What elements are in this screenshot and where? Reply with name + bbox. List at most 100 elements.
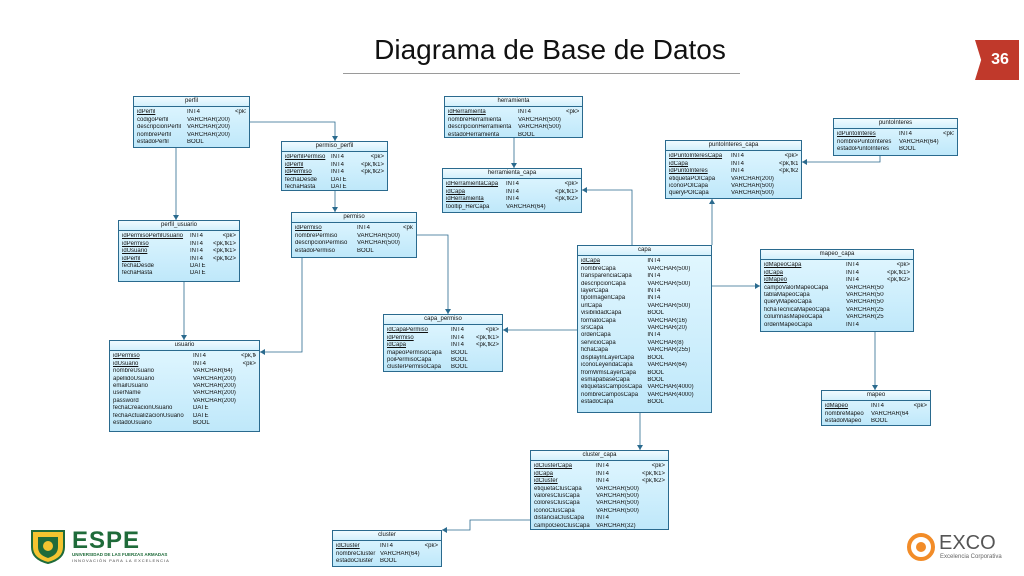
field-type: VARCHAR(500) — [357, 240, 400, 247]
field-type: INT4 — [871, 403, 885, 410]
table-capa[interactable]: capaidCapaINT4<pk>nombreCapaVARCHAR(500)… — [577, 245, 712, 413]
field-key — [212, 263, 236, 270]
field-name: idPuntoInteresCapa — [669, 153, 723, 160]
title-divider — [343, 73, 740, 74]
table-fields: idCapaINT4<pk>nombreCapaVARCHAR(500)tran… — [578, 256, 711, 408]
field-name: fechaActualizacionUsuario — [113, 412, 184, 419]
exco-tagline: Excelencia Corporativa — [940, 554, 1002, 560]
field-key: <pk> — [222, 233, 236, 240]
espe-logo: ESPE UNIVERSIDAD DE LAS FUERZAS ARMADAS … — [28, 527, 188, 565]
link-puntoInteres-puntoInteres_capa — [802, 155, 881, 163]
field-key — [642, 493, 665, 500]
field-type: INT4 — [380, 543, 394, 550]
field-name: campoGeoClusCapa — [534, 522, 590, 529]
field-type: VARCHAR(255) — [846, 306, 884, 313]
field-name: poiPermisoCapa — [387, 357, 432, 364]
field-name: idCapaPermiso — [387, 327, 429, 334]
field-row: idPerfil INT4 <pk,fk1> — [285, 162, 384, 169]
link-herramienta_capa-capa — [582, 189, 633, 245]
table-usuario[interactable]: usuarioidPermisoINT4<pk,fk>idUsuarioINT4… — [109, 340, 260, 432]
field-name: urlCapa — [581, 302, 603, 309]
field-type: VARCHAR(64) — [193, 368, 233, 375]
field-type: VARCHAR(500) — [846, 292, 884, 299]
field-key — [779, 176, 798, 183]
field-key: <pk,fk1> — [360, 161, 384, 168]
field-name: clusterPermisoCapa — [387, 364, 442, 371]
field-type: VARCHAR(500) — [357, 232, 400, 239]
table-puntoInteres[interactable]: puntoInteresidPuntoInteresINT4<pk>nombre… — [833, 118, 958, 156]
table-perfil[interactable]: perfilidPerfilINT4<pk>codigoPerfilVARCHA… — [133, 96, 250, 148]
field-row: idCapaPermiso INT4 <pk> — [387, 327, 499, 334]
table-permiso[interactable]: permisoidPermisoINT4<pk>nombrePermisoVAR… — [291, 212, 417, 258]
table-fields: idPermisoINT4<pk,fk>idUsuarioINT4<pk>nom… — [110, 351, 259, 429]
field-name: idClusterCapa — [534, 463, 573, 470]
field-name: nombreUsuario — [113, 368, 155, 375]
espe-crest-icon — [31, 530, 65, 565]
field-type: VARCHAR(200) — [193, 390, 236, 397]
field-key — [884, 292, 910, 299]
field-type: DATE — [190, 270, 206, 277]
field-key: <pk> — [564, 181, 578, 188]
field-name: idPuntoInteres — [669, 168, 708, 175]
field-type: INT4 — [451, 327, 465, 334]
field-name: descripcionCapa — [581, 280, 626, 287]
field-name: mapeoPermisoCapa — [387, 349, 442, 356]
field-name: transparenciaCapa — [581, 273, 632, 280]
field-type: INT4 — [331, 154, 345, 161]
field-name: idPerfil — [285, 161, 304, 168]
field-name: estadoCapa — [581, 399, 614, 406]
field-key — [884, 299, 910, 306]
field-name: campoValorMapeoCapa — [764, 284, 829, 291]
field-key: <pk> — [485, 327, 499, 334]
field-name: fichaCapa — [581, 347, 609, 354]
field-name: valoresClusCapa — [534, 493, 580, 500]
field-name: idCluster — [534, 478, 558, 485]
table-header: perfil — [134, 97, 249, 108]
field-key — [241, 405, 256, 412]
field-type: INT4 — [331, 161, 345, 168]
field-key — [473, 364, 499, 371]
field-name: fichaTecnicaMapeoCapa — [764, 306, 830, 313]
field-key — [566, 117, 579, 124]
field-type: VARCHAR(64) — [380, 550, 420, 557]
field-type: VARCHAR(500) — [846, 284, 884, 291]
field-type: VARCHAR(500) — [596, 507, 639, 514]
field-name: fechaHasta — [122, 270, 153, 277]
page-title: Diagrama de Base de Datos — [374, 34, 726, 65]
